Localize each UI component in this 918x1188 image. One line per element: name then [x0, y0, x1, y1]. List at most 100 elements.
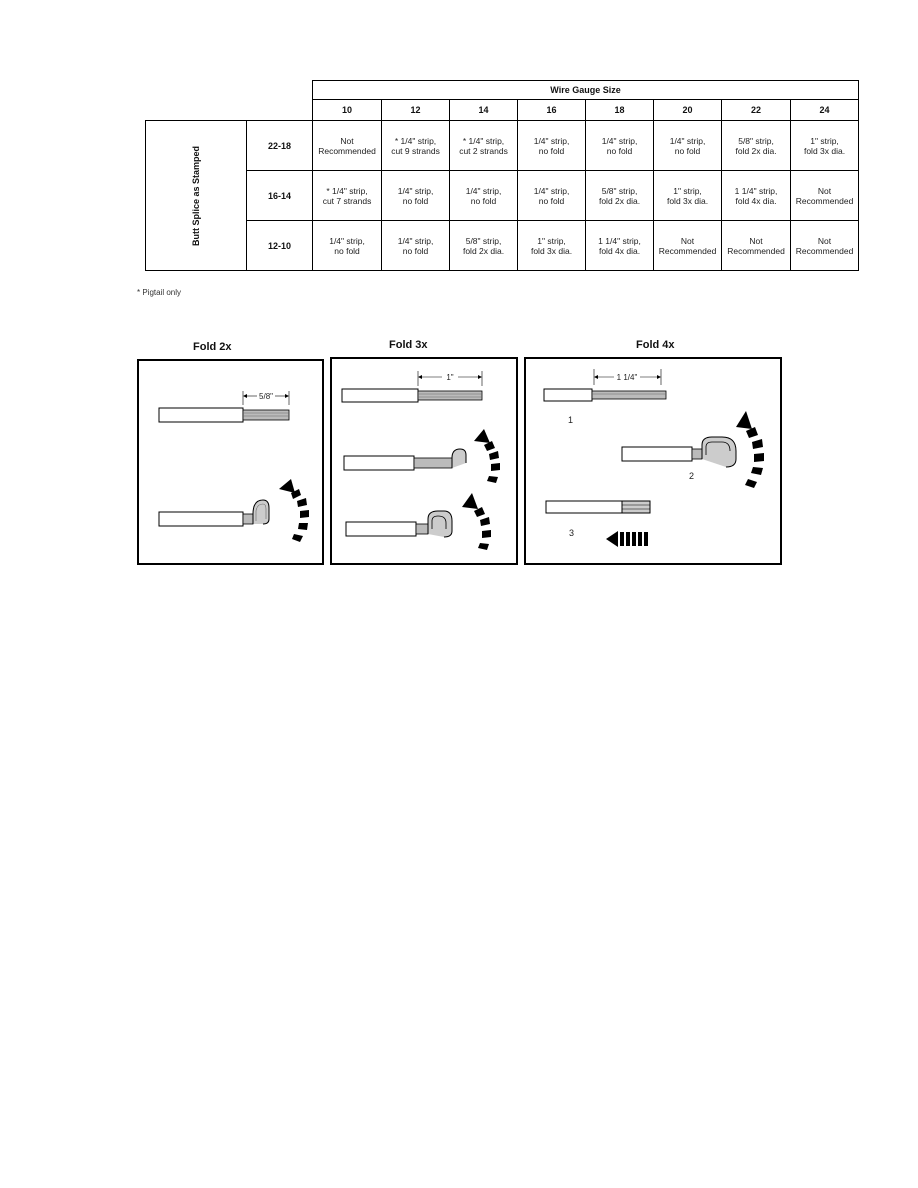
cell-line: fold 3x dia. [803, 145, 846, 156]
straight-wire-illustration: 5/8" [158, 391, 290, 423]
table-cell: * 1/4" strip,cut 9 strands [381, 120, 451, 171]
cell-line: fold 4x dia. [598, 245, 641, 256]
gauge-column-header: 22 [721, 99, 792, 121]
cell-line: 1/4" strip, [397, 235, 434, 246]
cell-line: no fold [402, 245, 429, 256]
rotation-arrow-icon [279, 479, 309, 542]
fold-2x-panel: 5/8" [137, 359, 324, 565]
table-cell: 1 1/4" strip,fold 4x dia. [721, 170, 792, 221]
cell-line: 5/8" strip, [738, 135, 774, 146]
cell-line: 1/4" strip, [465, 185, 502, 196]
first-fold-wire-illustration [343, 448, 467, 471]
cell-line: Not [749, 235, 763, 246]
fold-2x-dimension: 5/8" [259, 392, 273, 401]
cell-line: no fold [538, 195, 565, 206]
cell-line: 1 1/4" strip, [598, 235, 641, 246]
gauge-column-header: 12 [381, 99, 451, 121]
gauge-column-header: 20 [653, 99, 723, 121]
cell-line: 1" strip, [673, 185, 702, 196]
table-cell: 1/4" strip,no fold [585, 120, 655, 171]
cell-line: 1" strip, [537, 235, 566, 246]
cell-line: cut 2 strands [459, 145, 508, 156]
folded-wire-illustration [158, 499, 270, 527]
splice-size-label: 22-18 [246, 120, 314, 171]
table-cell: 1/4" strip,no fold [381, 170, 451, 221]
table-cell: 1/4" strip,no fold [381, 220, 451, 271]
table-cell: * 1/4" strip,cut 2 strands [449, 120, 519, 171]
cell-line: Recommended [795, 195, 854, 206]
cell-line: fold 3x dia. [530, 245, 573, 256]
table-cell: 1/4" strip,no fold [312, 220, 383, 271]
cell-line: Not [817, 235, 832, 246]
table-cell: 1/4" strip,no fold [653, 120, 723, 171]
table-cell: 1/4" strip,no fold [449, 170, 519, 221]
table-cell: 5/8" strip,fold 2x dia. [585, 170, 655, 221]
fold-4x-illustration: 1 1/4" [543, 369, 764, 547]
rotation-arrow-icon [474, 429, 500, 483]
cell-line: 5/8" strip, [601, 185, 638, 196]
straight-wire-illustration: 1" [341, 371, 483, 403]
cell-line: 1/4" strip, [601, 135, 638, 146]
cell-line: 1/4" strip, [669, 135, 706, 146]
folded-wire-illustration [621, 436, 737, 468]
rotation-arrow-icon [736, 411, 764, 488]
cell-line: * 1/4" strip, [326, 185, 368, 196]
splice-size-label: 16-14 [246, 170, 314, 221]
wire-gauge-header: Wire Gauge Size [312, 80, 860, 100]
cell-line: 5/8" strip, [465, 235, 502, 246]
fold-4x-title: Fold 4x [636, 339, 675, 351]
compressed-wire-illustration [545, 500, 651, 514]
cell-line: Recommended [318, 145, 376, 156]
fold-4x-dimension: 1 1/4" [617, 373, 638, 382]
fold-3x-title: Fold 3x [389, 339, 428, 351]
gauge-column-header: 18 [585, 99, 655, 121]
cell-line: no fold [538, 145, 565, 156]
fold-2x-title: Fold 2x [193, 341, 232, 353]
cell-line: no fold [674, 145, 701, 156]
second-fold-wire-illustration [345, 510, 453, 538]
splice-size-label: 12-10 [246, 220, 314, 271]
cell-line: Not [817, 185, 832, 196]
step-3-label: 3 [569, 528, 575, 538]
gauge-column-header: 14 [449, 99, 519, 121]
cell-line: fold 2x dia. [462, 245, 505, 256]
table-cell: 1/4" strip,no fold [517, 120, 587, 171]
push-arrow-icon [606, 531, 648, 547]
table-cell: 5/8" strip,fold 2x dia. [449, 220, 519, 271]
cell-line: 1/4" strip, [329, 235, 365, 246]
cell-line: 1 1/4" strip, [734, 185, 778, 196]
fold-3x-panel: 1" [330, 357, 518, 565]
cell-line: no fold [606, 145, 633, 156]
cell-line: Not [680, 235, 695, 246]
table-cell: 1" strip,fold 3x dia. [653, 170, 723, 221]
gauge-column-header: 16 [517, 99, 587, 121]
fold-3x-illustration: 1" [341, 371, 500, 550]
table-cell: 1/4" strip,no fold [517, 170, 587, 221]
cell-line: 1/4" strip, [533, 185, 570, 196]
cell-line: no fold [402, 195, 429, 206]
straight-wire-illustration: 1 1/4" [543, 369, 667, 402]
gauge-column-header: 10 [312, 99, 383, 121]
fold-4x-panel: 1 1/4" 1 [524, 357, 782, 565]
cell-line: cut 7 strands [322, 195, 372, 206]
step-2-label: 2 [689, 471, 695, 481]
cell-line: Not [340, 135, 354, 146]
table-cell: * 1/4" strip,cut 7 strands [312, 170, 383, 221]
cell-line: fold 2x dia. [735, 145, 777, 156]
step-1-label: 1 [568, 415, 574, 425]
cell-line: * 1/4" strip, [394, 135, 437, 146]
cell-line: no fold [470, 195, 497, 206]
cell-line: Recommended [795, 245, 854, 256]
table-cell: 1" strip,fold 3x dia. [517, 220, 587, 271]
side-label-text: Butt Splice as Stamped [191, 145, 202, 246]
cell-line: fold 4x dia. [735, 195, 777, 206]
